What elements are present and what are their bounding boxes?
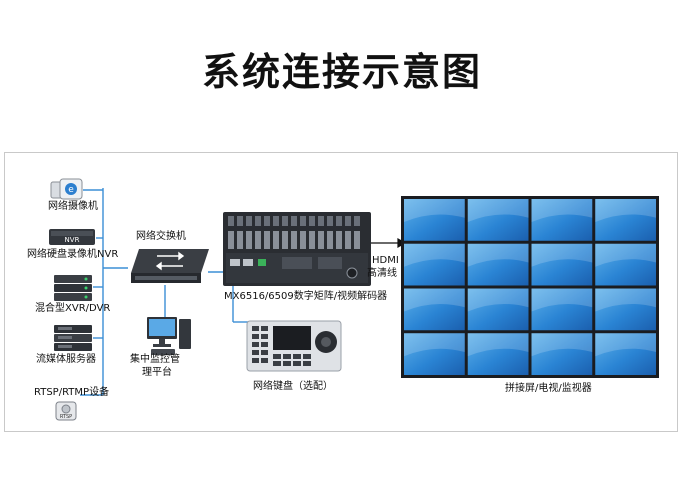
rtsp-badge: RTSP xyxy=(60,414,72,420)
video-wall-panel-shine xyxy=(531,243,593,267)
matrix-decoder-device xyxy=(222,211,372,287)
nvr-device: NVR xyxy=(48,227,96,247)
video-wall-grid xyxy=(401,196,659,378)
streaming-server-device xyxy=(52,324,94,352)
video-wall-panel-shine xyxy=(595,288,656,312)
video-wall-panel-shine xyxy=(595,333,656,357)
video-wall xyxy=(401,196,659,378)
video-wall-panel xyxy=(531,243,593,286)
ip-camera-device: e xyxy=(50,178,84,202)
video-wall-panel xyxy=(467,243,529,286)
svg-text:e: e xyxy=(68,185,74,195)
video-wall-panel xyxy=(595,199,656,241)
network-keyboard-device xyxy=(246,318,342,374)
hybrid-dvr-device xyxy=(52,274,94,302)
video-wall-panel xyxy=(467,333,529,375)
rtsp-device: RTSP xyxy=(55,401,77,421)
video-wall-panel-shine xyxy=(404,243,465,267)
video-wall-panel xyxy=(595,333,656,375)
label-keyboard: 网络键盘（选配） xyxy=(253,381,333,392)
video-wall-panel xyxy=(595,288,656,331)
video-wall-panel-shine xyxy=(467,333,529,357)
diagram-frame xyxy=(4,152,678,432)
video-wall-panel-shine xyxy=(404,333,465,357)
label-hdmi-2: 高清线 xyxy=(367,268,397,279)
video-wall-panel-shine xyxy=(404,288,465,312)
video-wall-panel-shine xyxy=(531,333,593,357)
label-video-wall: 拼接屏/电视/监视器 xyxy=(505,383,592,394)
video-wall-panel xyxy=(467,288,529,331)
video-wall-panel-shine xyxy=(531,199,593,222)
label-hdmi-1: HDMI xyxy=(372,255,399,266)
label-switch: 网络交换机 xyxy=(136,231,186,242)
network-switch-device xyxy=(127,247,211,287)
label-platform-2: 理平台 xyxy=(142,367,172,378)
video-wall-panel xyxy=(404,333,465,375)
video-wall-panel xyxy=(531,333,593,375)
video-wall-panel xyxy=(404,288,465,331)
page-title: 系统连接示意图 xyxy=(201,50,482,94)
video-wall-panel xyxy=(404,243,465,286)
label-nvr: 网络硬盘录像机NVR xyxy=(27,249,119,260)
video-wall-panel xyxy=(531,199,593,241)
video-wall-panel-shine xyxy=(467,288,529,312)
label-streaming-server: 流媒体服务器 xyxy=(36,354,96,365)
video-wall-panel-shine xyxy=(404,199,465,222)
label-matrix: MX6516/6509数字矩阵/视频解码器 xyxy=(224,291,388,302)
label-hybrid-dvr: 混合型XVR/DVR xyxy=(35,303,111,314)
label-platform-1: 集中监控管 xyxy=(130,354,180,365)
video-wall-panel xyxy=(595,243,656,286)
video-wall-panel-shine xyxy=(595,199,656,222)
label-rtsp-device: RTSP/RTMP设备 xyxy=(34,387,110,398)
video-wall-panel xyxy=(531,288,593,331)
video-wall-panel-shine xyxy=(595,243,656,267)
video-wall-panel-shine xyxy=(467,243,529,267)
video-wall-panel-shine xyxy=(467,199,529,222)
video-wall-panel xyxy=(467,199,529,241)
video-wall-panel-shine xyxy=(531,288,593,312)
label-ip-camera: 网络摄像机 xyxy=(48,201,98,212)
video-wall-panel xyxy=(404,199,465,241)
nvr-badge: NVR xyxy=(65,236,80,244)
monitor-platform-pc xyxy=(145,315,193,357)
